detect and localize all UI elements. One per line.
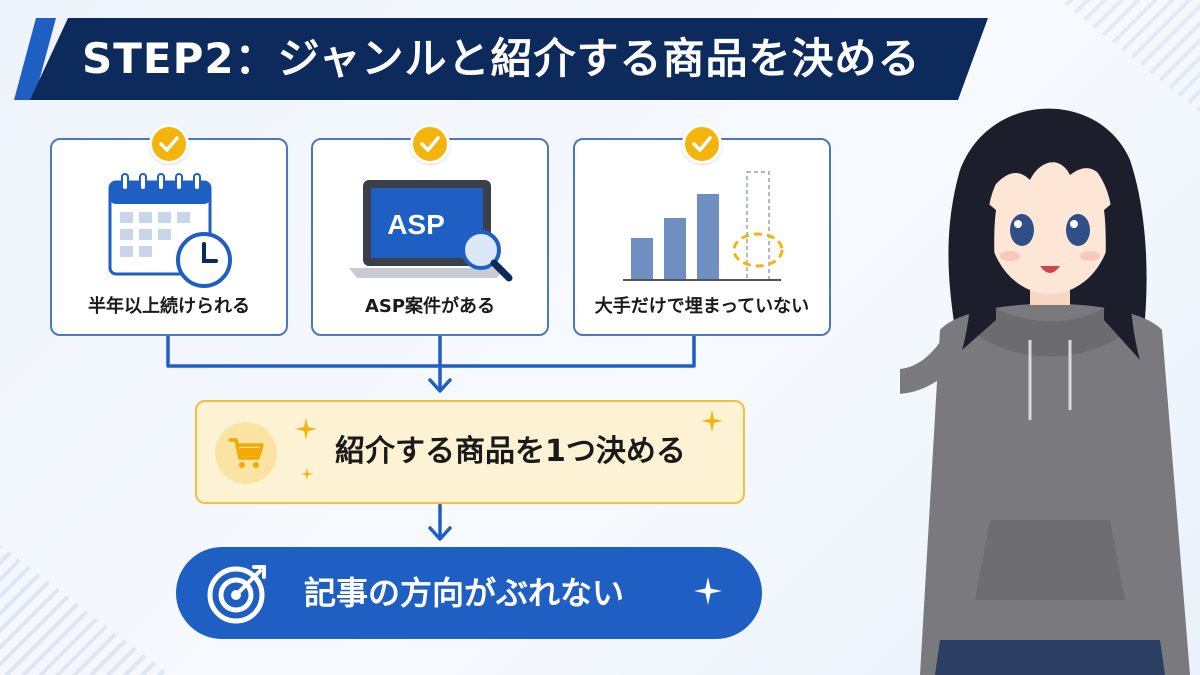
screen-text: ASP: [387, 209, 445, 240]
target-icon: [207, 565, 266, 624]
sparkle-icon: [295, 418, 317, 440]
sparkle-icon: [694, 577, 722, 605]
presenter-character-illustration: [900, 108, 1190, 675]
page-title: STEP2：ジャンルと紹介する商品を決める: [82, 34, 921, 83]
calendar-clock-icon: [52, 168, 286, 298]
result-box: 紹介する商品を1つ決める: [195, 400, 745, 504]
criteria-card-long-term: 半年以上続けられる: [50, 124, 288, 336]
sparkle-icon: [301, 468, 313, 480]
title-banner: [30, 18, 988, 100]
check-icon: [410, 124, 450, 164]
result-text: 紹介する商品を1つ決める: [335, 434, 686, 469]
check-icon: [682, 124, 722, 164]
criteria-card-competition: 大手だけで埋まっていない: [573, 124, 831, 336]
check-icon: [149, 124, 189, 164]
card-label: 大手だけで埋まっていない: [594, 296, 810, 317]
sparkle-icon: [701, 410, 723, 432]
laptop-search-icon: ASP: [313, 168, 547, 298]
goal-text: 記事の方向がぶれない: [304, 574, 625, 612]
card-label: ASP案件がある: [364, 296, 496, 317]
bar-chart-gap-icon: [575, 168, 829, 298]
goal-pill: 記事の方向がぶれない: [176, 547, 762, 639]
criteria-card-asp: ASP ASP案件がある: [311, 124, 549, 336]
card-label: 半年以上続けられる: [88, 296, 250, 317]
shopping-cart-icon: [215, 422, 277, 484]
